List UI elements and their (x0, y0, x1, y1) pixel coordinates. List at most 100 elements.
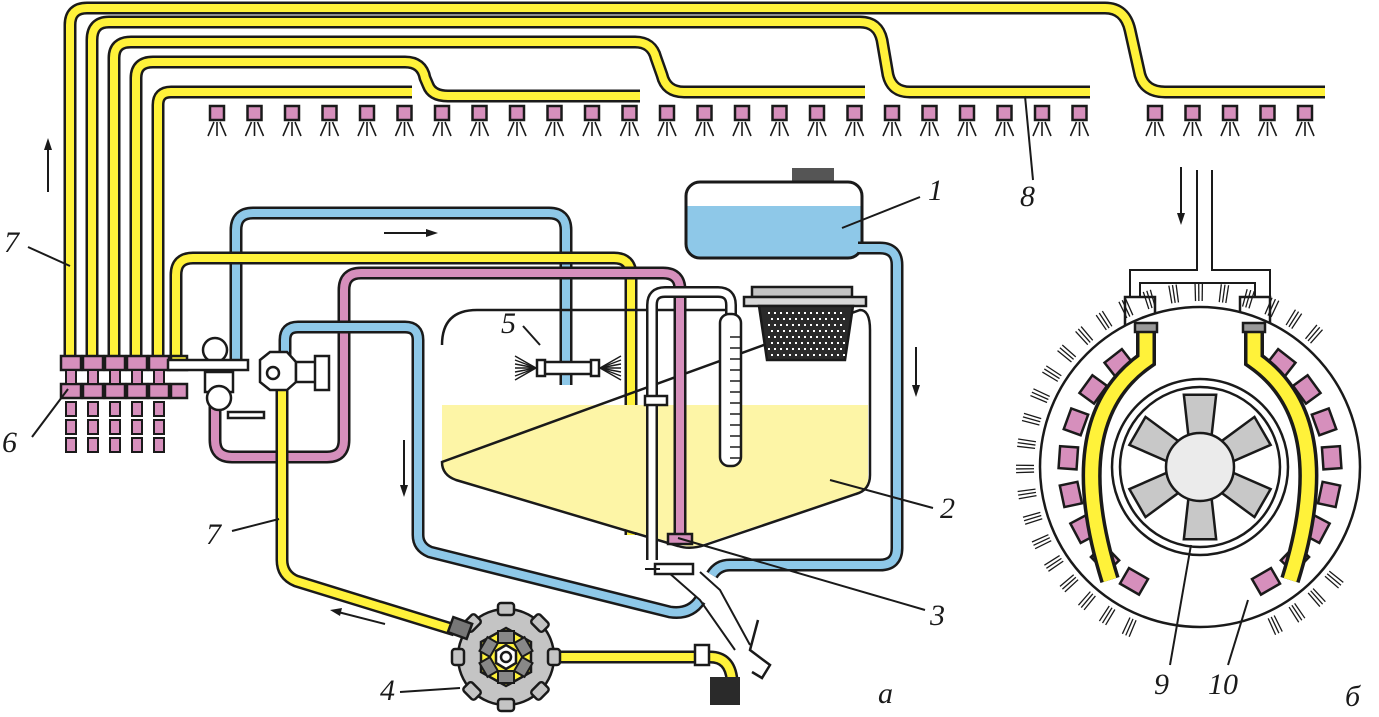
jet-line (1042, 371, 1059, 382)
jet-line (1061, 576, 1077, 590)
manifold-tap (153, 419, 165, 435)
mesh-cell (798, 348, 800, 350)
mesh-cell (804, 324, 806, 326)
jet-line (1121, 617, 1131, 635)
manifold-block (81, 382, 105, 400)
mesh-cell (789, 330, 791, 332)
jet-line (1291, 313, 1303, 330)
mesh-cell (828, 336, 830, 338)
mesh-cell (789, 354, 791, 356)
arrow-left-icon (330, 608, 386, 625)
jet-line (1273, 615, 1283, 632)
nozzle-hook (1310, 406, 1338, 437)
manifold-block (59, 354, 83, 372)
jet-line (1059, 347, 1075, 360)
jet-line (1075, 331, 1089, 346)
nozzle-hook (1057, 444, 1080, 471)
jet-line (1077, 328, 1091, 343)
mesh-cell (774, 312, 776, 314)
jet-line (1031, 391, 1049, 401)
mesh-cell (804, 336, 806, 338)
nozzle-hook (1058, 480, 1084, 509)
mesh-cell (786, 324, 788, 326)
jet-line (1326, 573, 1342, 586)
jet-line (1080, 326, 1094, 341)
jet-line (1016, 471, 1035, 474)
pump-vane (512, 655, 534, 679)
mesh-cell (771, 318, 773, 320)
leader-lines (27, 95, 1249, 693)
level-gauge (643, 286, 743, 560)
mesh-cell (810, 336, 812, 338)
control-valve (166, 336, 331, 420)
nozzle-icon (1257, 104, 1278, 137)
manifold-block (169, 382, 189, 400)
mesh-cell (771, 342, 773, 344)
jet-line (1048, 560, 1064, 572)
filler-strainer (742, 285, 868, 362)
mesh-cell (825, 342, 827, 344)
mesh-cell (840, 312, 842, 314)
jet-line (1023, 514, 1042, 522)
label-9: 9 (1154, 668, 1169, 701)
mesh-cell (780, 324, 782, 326)
mesh-cell (834, 312, 836, 314)
manifold-tap (87, 419, 99, 435)
mesh-cell (834, 336, 836, 338)
jet-line (1175, 284, 1180, 303)
manifold-block (125, 354, 149, 372)
mesh-cell (831, 354, 833, 356)
flow-arrows (44, 138, 1185, 625)
jet-line (1241, 288, 1248, 307)
jet-line (1328, 570, 1344, 583)
rotor-vane (1182, 393, 1218, 437)
boom-feed-lines (63, 1, 1325, 360)
jet-line (1267, 618, 1277, 636)
mesh-cell (822, 348, 824, 350)
manifold-tap (109, 369, 121, 385)
jet-line (1221, 284, 1226, 303)
jet-line (1101, 310, 1113, 327)
mesh-cell (798, 324, 800, 326)
mesh-cell (783, 342, 785, 344)
mesh-cell (822, 336, 824, 338)
manifold-tap (109, 401, 121, 417)
mesh-cell (822, 312, 824, 314)
arrow-down-icon (1177, 167, 1185, 225)
mesh-cell (816, 348, 818, 350)
mesh-cell (783, 330, 785, 332)
pump-vane (512, 635, 534, 659)
pump-tooth (496, 601, 516, 617)
jet-line (1045, 365, 1062, 377)
nozzle-icon (732, 104, 752, 137)
jet-line (1142, 291, 1150, 310)
jet-line (1270, 616, 1280, 634)
mesh-cell (777, 342, 779, 344)
nozzle-icon (619, 104, 640, 137)
jet-line (1057, 350, 1072, 363)
nozzle-icon (1069, 104, 1090, 137)
pump-tooth (496, 697, 516, 713)
jet-line (1017, 488, 1036, 493)
jet-line (1024, 518, 1043, 525)
manifold-block (103, 382, 127, 400)
mesh-cell (840, 336, 842, 338)
mesh-cell (813, 330, 815, 332)
mesh-cell (819, 354, 821, 356)
nozzle-icon (1295, 104, 1315, 137)
mesh-cell (828, 348, 830, 350)
label-10: 10 (1208, 668, 1238, 701)
jet-line (1018, 438, 1037, 443)
mesh-cell (792, 336, 794, 338)
nozzle-icon (1145, 104, 1165, 137)
nozzle-icon (319, 104, 340, 137)
mesh-cell (819, 318, 821, 320)
nozzle-icon (582, 104, 602, 137)
jet-line (1059, 574, 1075, 587)
manifold-tap (153, 401, 165, 417)
mesh-cell (807, 354, 809, 356)
mesh-cell (825, 330, 827, 332)
label-1: 1 (928, 174, 943, 207)
manifold-tap (87, 437, 99, 453)
nozzle-icon (1220, 104, 1240, 137)
